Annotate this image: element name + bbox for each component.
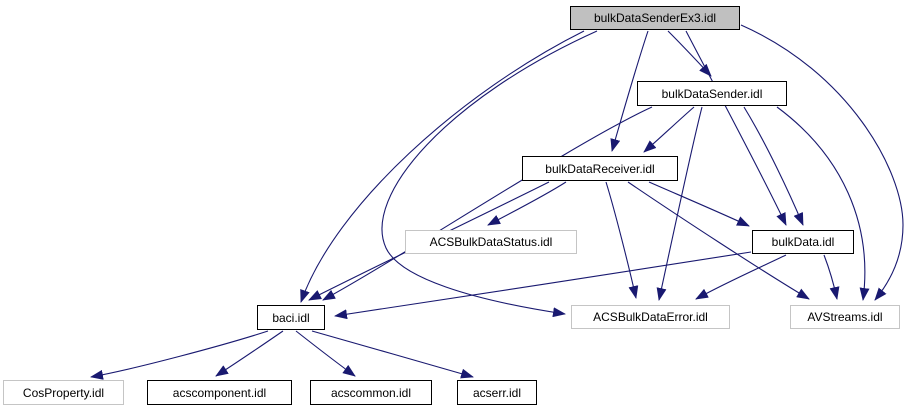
edge-bulkdata-to-avstreams: [823, 254, 840, 300]
edge-bulkdata-to-error: [695, 254, 787, 300]
node-bulkdata-idl[interactable]: bulkData.idl: [752, 230, 854, 254]
edge-sender-to-baci: [322, 106, 653, 301]
edge-sender-to-error: [656, 106, 703, 301]
edge-sender-to-receiver: [643, 106, 695, 153]
edge-sender-to-avstreams: [776, 106, 870, 301]
node-bulkdatasender-idl[interactable]: bulkDataSender.idl: [637, 81, 787, 106]
node-acserr-idl[interactable]: acserr.idl: [457, 380, 537, 405]
edge-receiver-to-bulkdata: [648, 181, 750, 227]
edge-receiver-to-avstreams: [627, 181, 810, 300]
node-baci-idl[interactable]: baci.idl: [257, 305, 325, 330]
node-bulkdatasenderex3-idl[interactable]: bulkDataSenderEx3.idl: [570, 6, 740, 30]
edge-baci-to-acscommon: [295, 330, 356, 377]
edge-ex3-to-bulkdata: [685, 30, 787, 226]
edge-baci-to-acserr: [311, 330, 474, 379]
edge-baci-to-cosproperty: [90, 330, 269, 380]
edge-ex3-to-error: [381, 30, 598, 318]
edge-ex3-to-baci: [300, 30, 585, 303]
node-cosproperty-idl[interactable]: CosProperty.idl: [3, 380, 124, 405]
node-acsbulkdataerror-idl[interactable]: ACSBulkDataError.idl: [571, 305, 730, 329]
node-acscomponent-idl[interactable]: acscomponent.idl: [147, 380, 292, 405]
edge-sender-to-bulkdata: [743, 106, 804, 226]
node-acsbulkdatastatus-idl[interactable]: ACSBulkDataStatus.idl: [405, 230, 577, 254]
edge-receiver-to-error: [605, 181, 639, 299]
edge-receiver-to-status: [487, 181, 567, 226]
node-avstreams-idl[interactable]: AVStreams.idl: [790, 305, 900, 329]
edge-bulkdata-to-baci: [334, 251, 752, 320]
node-bulkdatareceiver-idl[interactable]: bulkDataReceiver.idl: [522, 156, 678, 181]
node-acscommon-idl[interactable]: acscommon.idl: [310, 380, 432, 405]
edge-ex3-to-receiver: [610, 30, 649, 152]
edge-baci-to-acscomponent: [215, 330, 284, 377]
edge-ex3-to-avstreams: [740, 24, 904, 301]
